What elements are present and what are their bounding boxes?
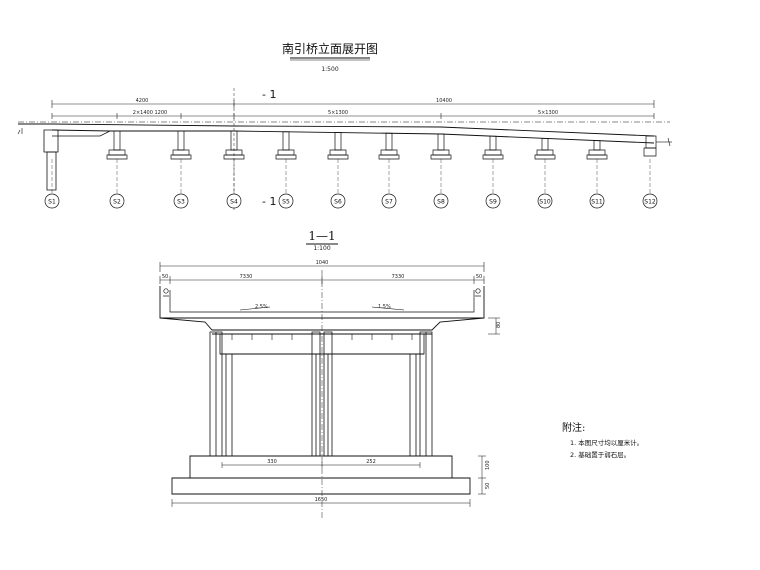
pier-7 xyxy=(379,133,399,159)
pier-11 xyxy=(587,141,607,159)
pier-label-text: S6 xyxy=(334,199,342,206)
dim-sub-3: 5×1300 xyxy=(538,110,558,116)
pier-label-text: S11 xyxy=(591,199,603,206)
pier-label-text: S9 xyxy=(489,199,497,206)
dim-span-right: 10400 xyxy=(436,98,452,104)
pier-label-text: S8 xyxy=(437,199,445,206)
section-cut-mark-top: - 1 xyxy=(262,88,276,101)
section-deck xyxy=(160,286,500,334)
pier-6 xyxy=(328,133,348,159)
pier-label-text: S4 xyxy=(230,199,238,206)
section-title: 1—1 xyxy=(308,229,335,243)
elevation-scale: 1:500 xyxy=(321,66,338,73)
dim-span-left: 4200 xyxy=(136,98,149,104)
section-width-total: 1040 xyxy=(316,260,329,266)
pier-labels: S1 S2 S3 S4 S5 S6 S7 S8 S9 S10 S11 S12 xyxy=(45,159,657,208)
base-width: 1650 xyxy=(315,497,328,503)
abutment-s12 xyxy=(644,148,656,156)
section-depth: 80 xyxy=(496,322,502,328)
cap-beam xyxy=(220,334,424,354)
section-width-part-1: 50 xyxy=(162,274,168,280)
pier-label-7: S7 xyxy=(382,159,396,208)
pier-label-4: S4 xyxy=(227,159,241,208)
section-width-part-2: 7330 xyxy=(240,274,253,280)
dim-sub-2: 5×1300 xyxy=(328,110,348,116)
pier-spacing-left: 330 xyxy=(267,459,277,465)
bearings xyxy=(232,334,412,340)
elevation-deck xyxy=(18,122,672,148)
pier-label-text: S12 xyxy=(644,199,656,206)
pier-5 xyxy=(276,132,296,159)
pier-label-9: S9 xyxy=(486,159,500,208)
elevation-dimension-lines xyxy=(52,100,654,119)
slope-left: 2.5% xyxy=(255,304,268,310)
section-columns xyxy=(210,332,432,456)
slope-right: 1.5% xyxy=(378,304,391,310)
pier-label-text: S7 xyxy=(385,199,393,206)
section-width-part-4: 50 xyxy=(476,274,482,280)
pier-label-2: S2 xyxy=(110,159,124,208)
section-scale: 1:100 xyxy=(313,245,330,252)
pier-label-11: S11 xyxy=(590,159,604,208)
pier-label-3: S3 xyxy=(174,159,188,208)
pier-label-1: S1 xyxy=(45,159,59,208)
elevation-piers xyxy=(107,131,656,159)
note-2: 2. 基础置于弱石层。 xyxy=(570,450,630,459)
pier-label-text: S1 xyxy=(48,199,56,206)
pier-label-6: S6 xyxy=(331,159,345,208)
pier-label-12: S12 xyxy=(643,159,657,208)
pier-10 xyxy=(535,138,555,159)
pier-2 xyxy=(107,131,127,159)
section-width-part-3: 7330 xyxy=(392,274,405,280)
section-dimension-lines xyxy=(160,262,484,284)
pier-spacing-right: 252 xyxy=(366,459,376,465)
pier-label-10: S10 xyxy=(538,159,552,208)
pier-label-text: S2 xyxy=(113,199,121,206)
abutment-s1 xyxy=(44,130,58,190)
note-1: 1. 本图尺寸均以厘米计。 xyxy=(570,438,643,447)
section-footing xyxy=(172,456,486,507)
notes-heading: 附注: xyxy=(562,421,585,434)
pier-label-8: S8 xyxy=(434,159,448,208)
footing-height: 100 xyxy=(485,460,491,470)
pier-label-text: S5 xyxy=(282,199,290,206)
pier-label-text: S3 xyxy=(177,199,185,206)
pier-label-text: S10 xyxy=(539,199,551,206)
pier-3 xyxy=(171,131,191,159)
base-height: 50 xyxy=(485,483,491,489)
elevation-title: 南引桥立面展开图 xyxy=(282,41,378,56)
pier-8 xyxy=(431,134,451,159)
pier-label-5: S5 xyxy=(279,159,293,208)
pier-9 xyxy=(483,136,503,159)
dim-sub-1: 2×1400 1200 xyxy=(133,110,167,116)
section-cut-mark-bottom: - 1 xyxy=(262,195,276,208)
